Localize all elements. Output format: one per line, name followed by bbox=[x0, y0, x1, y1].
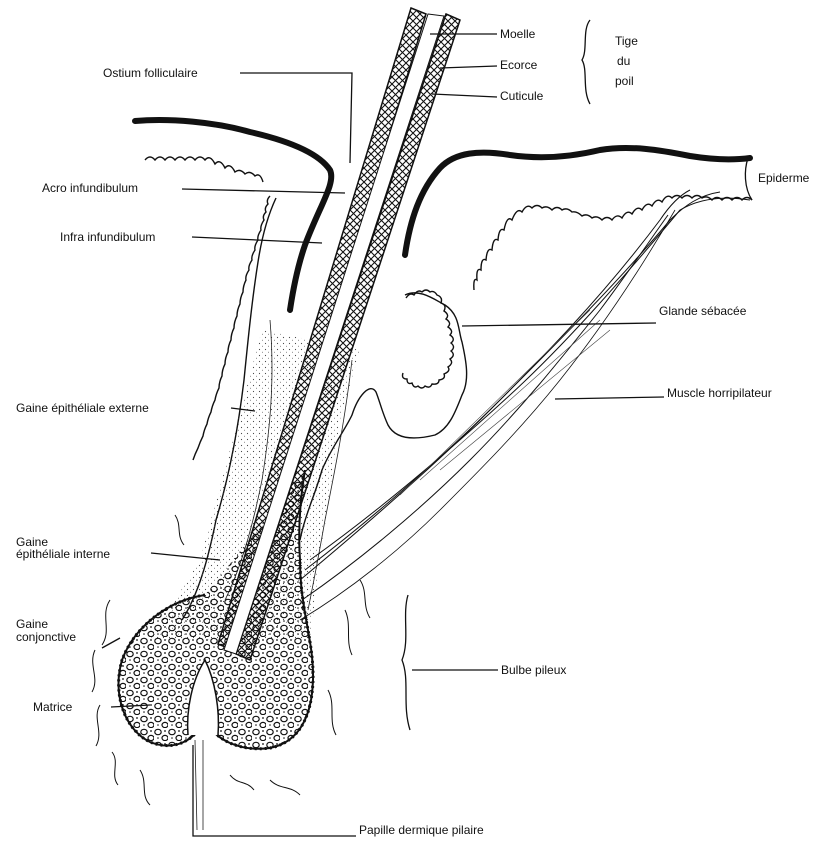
label-gaine-conjonctive-1: Gaine bbox=[16, 617, 48, 631]
label-moelle: Moelle bbox=[500, 27, 536, 41]
label-cuticule: Cuticule bbox=[500, 89, 544, 103]
label-tige-du-poil-3: poil bbox=[615, 74, 634, 88]
label-muscle-horripilateur: Muscle horripilateur bbox=[667, 386, 772, 400]
label-papille-dermique-pilaire: Papille dermique pilaire bbox=[359, 823, 484, 837]
label-tige-du-poil-2: du bbox=[617, 54, 630, 68]
label-ostium-folliculaire: Ostium folliculaire bbox=[103, 66, 198, 80]
brackets bbox=[402, 20, 590, 730]
label-epiderme: Epiderme bbox=[758, 171, 810, 185]
label-infra-infundibulum: Infra infundibulum bbox=[60, 230, 155, 244]
label-gaine-conjonctive-2: conjonctive bbox=[16, 630, 76, 644]
label-acro-infundibulum: Acro infundibulum bbox=[42, 181, 138, 195]
label-tige-du-poil-1: Tige bbox=[615, 34, 638, 48]
label-glande-sebacee: Glande sébacée bbox=[659, 304, 747, 318]
label-gaine-epitheliale-interne-2: épithéliale interne bbox=[16, 547, 110, 561]
label-bulbe-pileux: Bulbe pileux bbox=[501, 663, 566, 677]
label-gaine-epitheliale-externe: Gaine épithéliale externe bbox=[16, 401, 149, 415]
label-matrice: Matrice bbox=[33, 700, 73, 714]
label-ecorce: Ecorce bbox=[500, 58, 538, 72]
hair-shaft bbox=[218, 8, 460, 660]
